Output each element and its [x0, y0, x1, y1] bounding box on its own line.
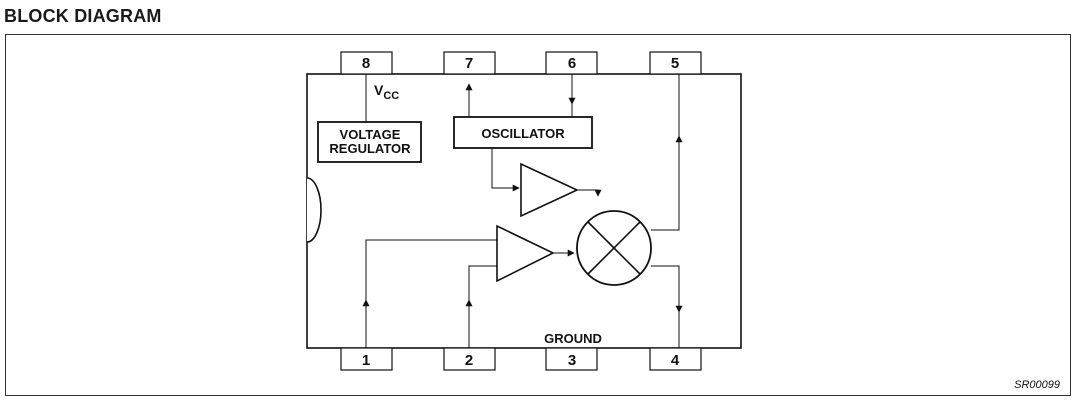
- diagram-title: BLOCK DIAGRAM: [4, 6, 162, 26]
- wire-mixer-pin5: [651, 135, 683, 231]
- wire-oscillator-amp1: [491, 148, 520, 192]
- pin-5-label: 5: [671, 55, 679, 72]
- pin-8-label: 8: [362, 55, 370, 72]
- reference-code: SR00099: [1014, 379, 1060, 391]
- pin-6: 6: [545, 51, 598, 75]
- pin-4: 4: [649, 347, 702, 371]
- vcc-label: VCC: [374, 82, 399, 102]
- pin-1: 1: [340, 347, 393, 371]
- upper-amplifier: [520, 162, 579, 218]
- mixer-block: [576, 210, 652, 286]
- outer-frame: [5, 34, 1071, 396]
- pin-1-label: 1: [362, 352, 370, 369]
- pin-3: 3: [545, 347, 598, 371]
- pin-3-label: 3: [568, 352, 576, 369]
- wire-amp1-mixer: [577, 189, 602, 197]
- wire-mixer-pin4: [651, 265, 683, 313]
- pin-4-label: 4: [671, 352, 680, 369]
- pin-6-label: 6: [568, 55, 576, 72]
- voltage-regulator-block: VOLTAGE REGULATOR: [317, 121, 422, 163]
- pin-2: 2: [443, 347, 496, 371]
- voltage-regulator-label-2: REGULATOR: [329, 141, 411, 156]
- lower-amplifier: [496, 224, 555, 283]
- pin-7: 7: [443, 51, 496, 75]
- package-notch: [306, 177, 322, 243]
- ground-label: GROUND: [544, 331, 602, 346]
- oscillator-block: OSCILLATOR: [453, 116, 593, 149]
- pin-8: 8: [340, 51, 393, 75]
- voltage-regulator-label-1: VOLTAGE: [340, 127, 401, 142]
- pin-2-label: 2: [465, 352, 473, 369]
- pin-5: 5: [649, 51, 702, 75]
- pin-7-label: 7: [465, 55, 473, 72]
- oscillator-label: OSCILLATOR: [481, 126, 565, 141]
